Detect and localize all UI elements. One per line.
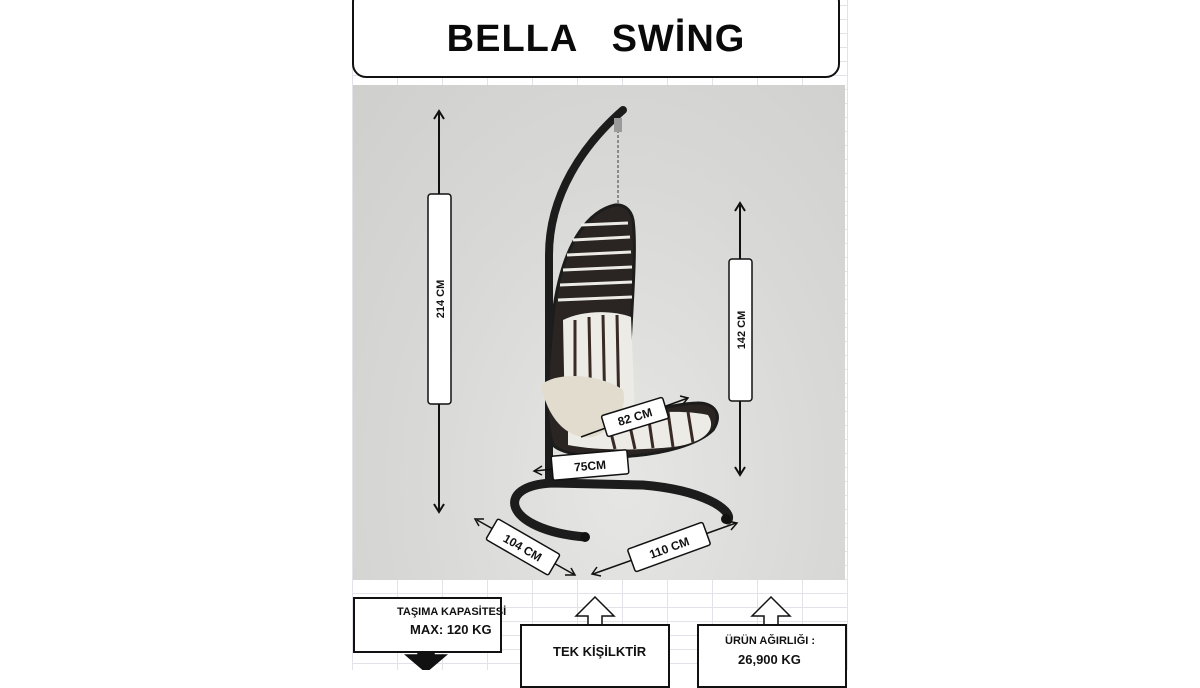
up-arrow-icon <box>574 595 616 626</box>
dimension-base-width: 110 CM <box>590 520 739 577</box>
info-arrows <box>403 595 792 670</box>
weight-label: ÜRÜN AĞIRLIĞI : <box>725 635 816 647</box>
up-arrow-icon <box>750 595 792 626</box>
total-height-label: 214 CM <box>435 280 447 319</box>
product-title: BELLA SWİNG <box>446 17 746 60</box>
capacity-value: MAX: 120 KG <box>410 622 492 637</box>
capacity-box <box>353 597 502 653</box>
dimension-seat-depth: 82 CM <box>580 395 690 438</box>
swing-chair-illustration: 214 CM 142 CM 82 CM 75CM <box>427 106 753 577</box>
stand-pole <box>545 106 627 487</box>
dimension-seat-height: 142 CM <box>728 201 753 477</box>
seat-width-label: 75CM <box>574 458 607 475</box>
capacity-label: TAŞIMA KAPASİTESİ <box>397 606 507 618</box>
single-person-label: TEK KİŞİLKTİR <box>553 644 647 659</box>
seat-height-label: 142 CM <box>736 311 748 350</box>
title-banner: BELLA SWİNG <box>352 0 840 78</box>
dimension-total-height: 214 CM <box>427 109 452 514</box>
weight-value: 26,900 KG <box>738 652 801 667</box>
dimension-seat-width: 75CM <box>532 449 630 481</box>
product-photo: 214 CM 142 CM 82 CM 75CM <box>353 85 845 580</box>
